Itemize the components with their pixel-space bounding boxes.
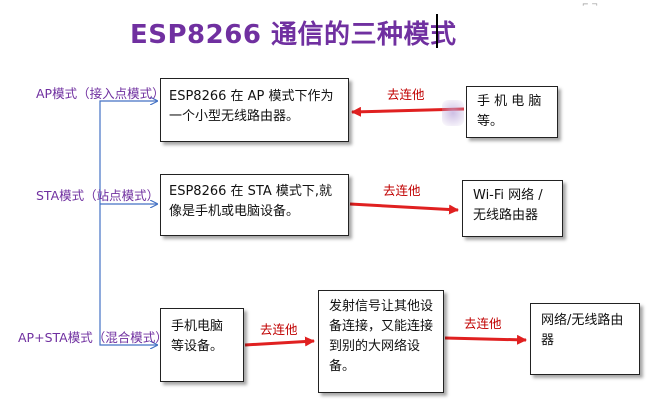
mixed-device-box: 手机电脑等设备。 bbox=[160, 308, 244, 382]
mixed-description-box: 发射信号让其他设备连接，又能连接到别的大网络设备。 bbox=[318, 290, 444, 393]
sta-arrow-label: 去连他 bbox=[383, 183, 421, 198]
mixed-arrow-1 bbox=[244, 336, 315, 347]
sta-description-box: ESP8266 在 STA 模式下,就像是手机或电脑设备。 bbox=[160, 174, 349, 236]
ap-connector bbox=[99, 101, 157, 332]
ap-description-box: ESP8266 在 AP 模式下作为一个小型无线路由器。 bbox=[160, 78, 349, 142]
mixed-connector bbox=[99, 332, 157, 345]
blurred-icon bbox=[442, 100, 464, 126]
text-cursor bbox=[436, 14, 438, 48]
mode-label-sta: STA模式（站点模式） bbox=[36, 188, 160, 203]
mixed-network-box: 网络/无线路由器 bbox=[530, 303, 640, 375]
ap-device-box: 手 机 电 脑 等。 bbox=[466, 86, 558, 138]
sta-network-box: Wi-Fi 网络 / 无线路由器 bbox=[462, 180, 563, 237]
mode-label-mixed: AP+STA模式（混合模式） bbox=[18, 330, 168, 345]
page-corner-mark: ⌐ ¬ bbox=[582, 0, 598, 9]
mixed-arrow-2 bbox=[444, 334, 527, 345]
sta-arrow bbox=[349, 202, 459, 215]
diagram-title: ESP8266 通信的三种模式 bbox=[130, 20, 457, 50]
mixed-arrow-label-2: 去连他 bbox=[464, 316, 502, 331]
ap-arrow-label: 去连他 bbox=[387, 87, 425, 102]
mixed-arrow-label-1: 去连他 bbox=[260, 322, 298, 337]
mode-label-ap: AP模式（接入点模式） bbox=[36, 86, 165, 101]
